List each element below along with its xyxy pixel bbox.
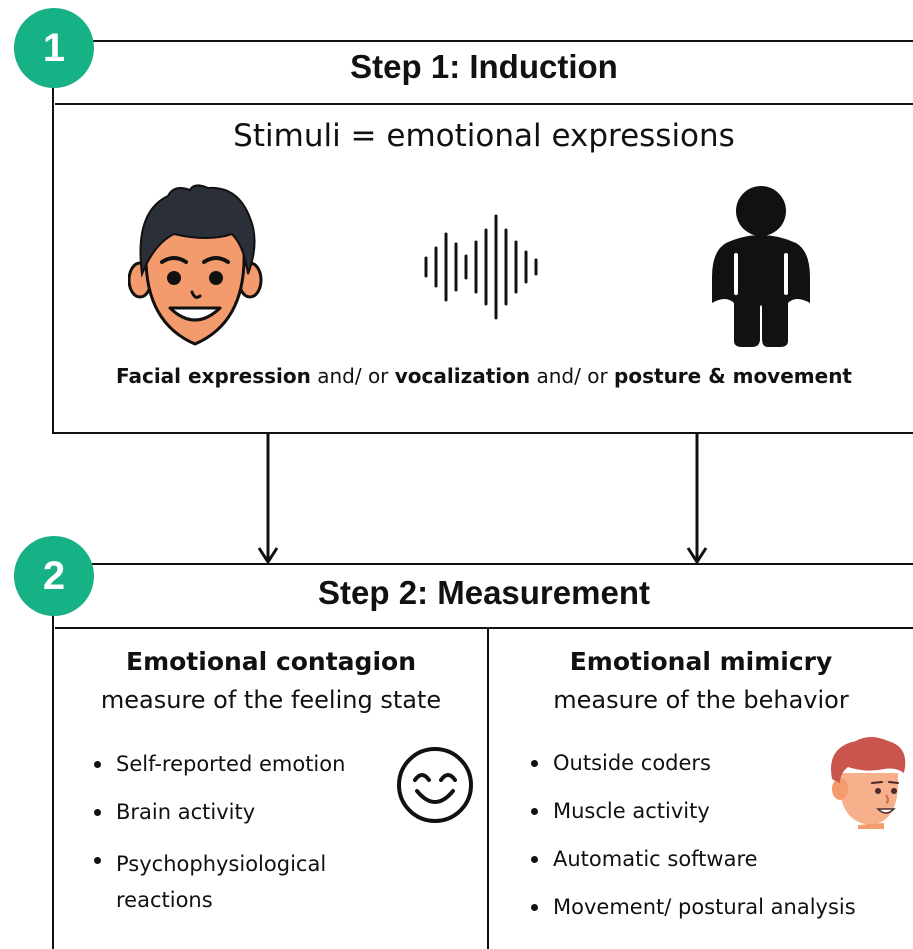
sound-wave-icon (424, 214, 538, 320)
posture-movement-label: posture & movement (614, 364, 852, 388)
emotional-contagion-heading: Emotional contagion (126, 647, 416, 676)
step1-bottom-border (52, 432, 913, 434)
facial-expression-label: Facial expression (115, 364, 311, 388)
and-or-text-2: and/ or (530, 364, 615, 388)
man-head-icon (831, 737, 906, 829)
man-face-icon (128, 184, 263, 346)
step2-badge: 2 (14, 536, 94, 616)
list-item: Outside coders (527, 749, 913, 777)
list-item: Psychophysiological reactions (90, 846, 346, 918)
mimicry-measures-list: Outside coders Muscle activity Automatic… (527, 749, 913, 921)
list-item: Brain activity (90, 798, 390, 826)
stimuli-heading: Stimuli = emotional expressions (233, 118, 735, 154)
step2-title: Step 2: Measurement (318, 574, 650, 611)
list-item: Movement/ postural analysis (527, 893, 913, 921)
emotional-mimicry-subheading: measure of the behavior (553, 686, 849, 714)
step1-left-border (52, 75, 54, 434)
step2-left-border (52, 600, 54, 949)
sitting-person-icon (712, 186, 810, 347)
list-item: Muscle activity (527, 797, 913, 825)
step1-top-border (55, 40, 913, 42)
step2-column-divider (487, 628, 489, 949)
step2-title-divider (55, 627, 913, 629)
emotional-contagion-subheading: measure of the feeling state (100, 686, 442, 714)
smiley-icon (397, 747, 473, 823)
and-or-text-1: and/ or (310, 364, 395, 388)
modalities-line: Facial expression and/ or vocalization a… (55, 364, 913, 388)
vocalization-label: vocalization (394, 364, 531, 388)
step2-top-border (55, 563, 913, 565)
emotional-mimicry-heading: Emotional mimicry (569, 647, 833, 676)
step1-title: Step 1: Induction (350, 48, 618, 85)
list-item: Automatic software (527, 845, 913, 873)
list-item: Self-reported emotion (90, 750, 390, 778)
contagion-measures-list: Self-reported emotion Brain activity Psy… (90, 750, 390, 918)
down-arrow-icon (257, 434, 279, 564)
step1-title-divider (55, 103, 913, 105)
down-arrow-icon-right (686, 434, 708, 564)
step1-badge: 1 (14, 8, 94, 88)
